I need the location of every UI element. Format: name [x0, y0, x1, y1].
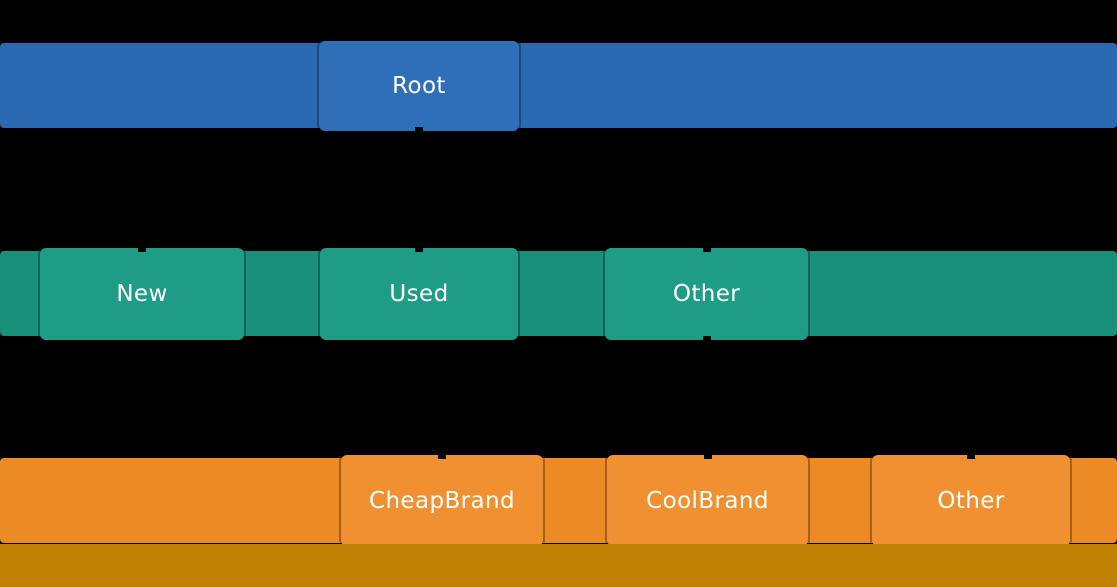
node-other-depth-2[interactable]: Other — [872, 455, 1070, 546]
link-stub-top — [438, 452, 446, 459]
node-cheapbrand-depth-2[interactable]: CheapBrand — [341, 455, 543, 546]
node-label: Used — [389, 281, 449, 307]
node-label: Other — [937, 487, 1005, 514]
clipped-deeper-level-band — [0, 544, 1117, 587]
link-stub-bottom — [415, 127, 423, 134]
node-label: CheapBrand — [369, 487, 515, 514]
node-coolbrand-depth-2[interactable]: CoolBrand — [607, 455, 808, 546]
level-1-band — [0, 43, 1117, 128]
node-label: Other — [672, 281, 741, 307]
node-used-depth-1[interactable]: Used — [320, 248, 518, 340]
node-root-depth-0[interactable]: Root — [319, 41, 519, 131]
link-stub-top — [703, 452, 712, 459]
link-stub-top — [415, 245, 423, 252]
node-label: Root — [392, 73, 446, 99]
node-other-depth-1[interactable]: Other — [605, 248, 808, 340]
link-stub-top — [967, 452, 975, 459]
link-stub-bottom — [702, 336, 711, 343]
link-stub-top — [138, 245, 146, 252]
node-label: CoolBrand — [646, 487, 769, 514]
node-new-depth-1[interactable]: New — [40, 248, 244, 340]
link-stub-top — [702, 245, 711, 252]
node-label: New — [116, 281, 168, 307]
